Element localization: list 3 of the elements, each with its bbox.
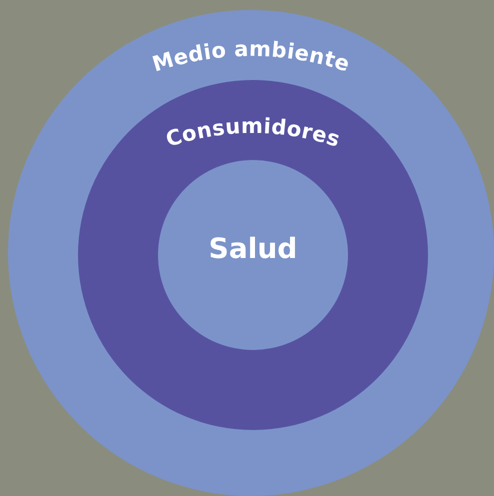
circle-label: Consumidores (163, 114, 344, 152)
circle-label: Medio ambiente (150, 36, 353, 76)
circle-label: Salud (208, 232, 298, 265)
